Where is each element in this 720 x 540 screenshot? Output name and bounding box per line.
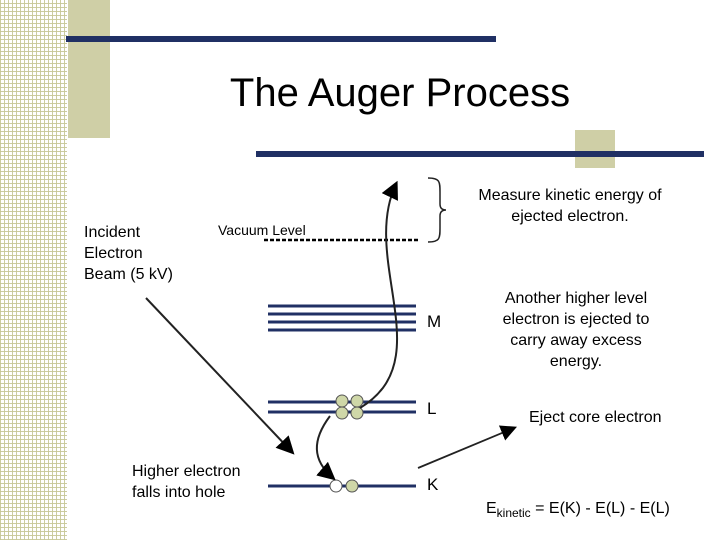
k-shell-electron [345,479,359,493]
kinetic-energy-formula: Ekinetic = E(K) - E(L) - E(L) [486,498,670,524]
auger-electron-ejection-arrow [359,180,398,409]
accent-block-right [575,130,615,168]
higher-line-2: falls into hole [132,484,226,501]
another-line-4: energy. [549,353,603,370]
measure-line-1: Measure kinetic energy of [478,187,662,204]
accent-block-top-left [68,0,110,138]
measure-kinetic-energy-label: Measure kinetic energy of ejected electr… [450,185,690,227]
l-level-label: L [427,399,437,418]
k-shell-hole [329,479,343,493]
formula-subscript: kinetic [496,506,531,521]
higher-electron-label: Higher electron falls into hole [132,461,292,503]
measurement-brace [427,177,447,243]
incident-line-3: Beam (5 kV) [84,266,173,283]
measure-line-2: ejected electron. [511,208,629,225]
formula-rest: = E(K) - E(L) - E(L) [530,500,670,517]
k-level-label: K [427,475,439,494]
incident-beam-arrow [145,297,295,455]
incident-line-2: Electron [84,245,143,262]
l-shell-electrons [335,394,364,420]
another-line-1: Another higher level [504,290,648,307]
grid-pattern-strip [0,0,67,540]
header-bar-bottom [256,151,704,157]
header-bar-top [66,36,496,42]
m-level-label: M [427,312,442,331]
fall-into-hole-arrow [315,415,336,481]
slide-title: The Auger Process [229,71,571,115]
eject-core-electron-label: Eject core electron [529,409,662,426]
incident-beam-label: Incident Electron Beam (5 kV) [84,222,204,285]
vacuum-level-label: Vacuum Level [218,222,306,238]
another-line-2: electron is ejected to [502,311,650,328]
formula-e: E [486,500,497,517]
eject-core-arrow [417,425,517,469]
incident-line-1: Incident [84,224,141,241]
m-shell-lines [268,304,416,332]
higher-line-1: Higher electron [132,463,241,480]
another-line-3: carry away excess [510,332,642,349]
another-electron-label: Another higher level electron is ejected… [478,288,674,372]
